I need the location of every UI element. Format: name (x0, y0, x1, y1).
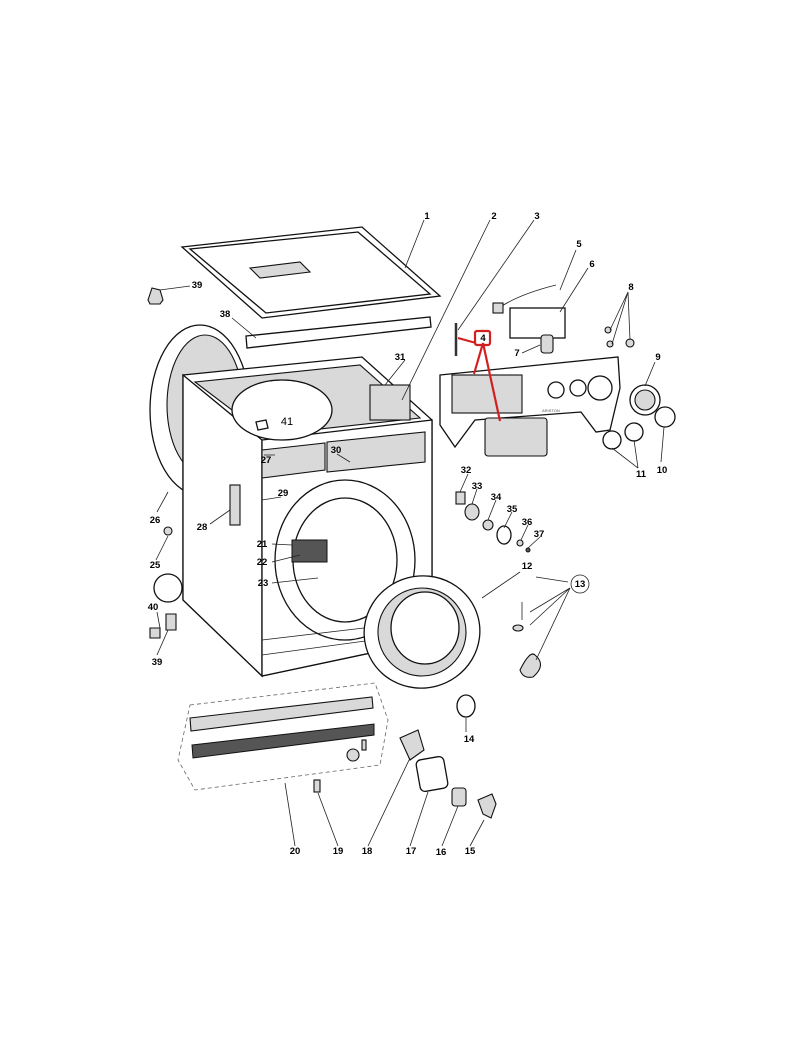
callout-28: 28 (197, 522, 208, 533)
panel-brand-text: ARISTON (542, 408, 560, 413)
part-door (363, 575, 481, 689)
part-17 (415, 755, 449, 793)
part-door-lock (455, 491, 531, 553)
callout-14: 14 (464, 734, 475, 745)
part-control-panel: ARISTON (439, 356, 621, 457)
part-14 (456, 694, 476, 718)
part-top-lid (180, 226, 442, 319)
callout-40: 40 (148, 602, 159, 613)
part-plinth (177, 682, 389, 791)
callout-5: 5 (576, 239, 582, 250)
callout-35: 35 (507, 504, 518, 515)
callout-39-bottom: 39 (152, 657, 163, 668)
part-front-strip (245, 316, 432, 349)
callout-11: 11 (636, 469, 647, 480)
callout-32: 32 (461, 465, 472, 476)
callout-33: 33 (472, 481, 483, 492)
callout-19: 19 (333, 846, 344, 857)
callout-38: 38 (220, 309, 231, 320)
part-25 (163, 526, 173, 536)
callout-3: 3 (534, 211, 539, 222)
part-knob-11b (624, 422, 644, 442)
part-15 (477, 793, 497, 819)
part-18 (399, 729, 425, 761)
callout-1: 1 (424, 211, 430, 222)
part-knob-10 (654, 406, 676, 428)
part-knob-11a (602, 430, 622, 450)
callout-31: 31 (395, 352, 406, 363)
callout-4: 4 (480, 333, 486, 344)
callout-21: 21 (257, 539, 268, 550)
callout-18: 18 (362, 846, 373, 857)
callout-12: 12 (522, 561, 533, 572)
callout-17: 17 (406, 846, 417, 857)
callout-20: 20 (290, 846, 301, 857)
callout-22: 22 (257, 557, 268, 568)
part-40 (153, 573, 183, 603)
callout-27: 27 (261, 455, 272, 466)
part-7 (540, 334, 554, 354)
callout-13: 13 (575, 579, 586, 590)
part-pcb (509, 307, 566, 339)
callout-7: 7 (514, 348, 519, 359)
callout-16: 16 (436, 847, 447, 858)
callout-6: 6 (589, 259, 594, 270)
callout-41: 41 (281, 416, 293, 428)
callout-30: 30 (331, 445, 342, 456)
callout-2: 2 (491, 211, 496, 222)
part-wiring (495, 284, 557, 311)
callout-25: 25 (150, 560, 161, 571)
callout-23: 23 (258, 578, 269, 589)
callout-8: 8 (628, 282, 633, 293)
callout-37: 37 (534, 529, 545, 540)
part-door-handle (519, 653, 542, 678)
callout-26: 26 (150, 515, 161, 526)
part-hinge-clip (147, 287, 164, 305)
callout-10: 10 (657, 465, 668, 476)
callout-15: 15 (465, 846, 476, 857)
callout-29: 29 (278, 488, 289, 499)
part-39-bottom (149, 613, 177, 639)
part-16 (451, 787, 467, 807)
callout-36: 36 (522, 517, 533, 528)
callout-9: 9 (655, 352, 660, 363)
part-foot-19 (313, 779, 321, 793)
callout-39-top: 39 (192, 280, 203, 291)
part-screws (604, 326, 635, 348)
leader-lines (155, 219, 665, 847)
callout-34: 34 (491, 492, 502, 503)
